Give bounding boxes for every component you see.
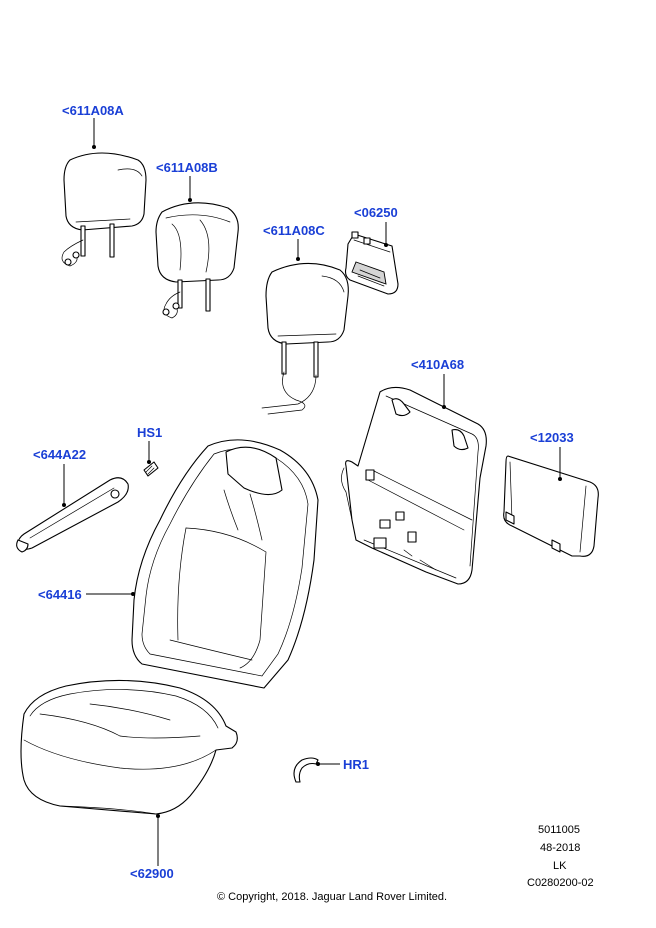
headrest-a-dot [92, 145, 96, 149]
headrest-b-part [155, 202, 239, 319]
back-panel-dot [558, 477, 562, 481]
side-trim-dot [62, 503, 66, 507]
hr1-dot [316, 762, 320, 766]
backrest-frame-dot [442, 405, 446, 409]
callout-backrest[interactable]: <64416 [38, 587, 82, 602]
backrest-dot [131, 592, 135, 596]
callout-headrest-a[interactable]: <611A08A [62, 103, 124, 118]
hs1-screw-part [143, 461, 159, 477]
cushion-part [20, 679, 238, 815]
hs1-dot [147, 460, 151, 464]
bracket-part [344, 231, 399, 295]
copyright-notice: © Copyright, 2018. Jaguar Land Rover Lim… [217, 891, 448, 903]
side-trim-part [16, 477, 129, 553]
headrest-c-dot [296, 257, 300, 261]
reference-code-4: C0280200-02 [527, 877, 594, 889]
headrest-a-part [61, 152, 147, 267]
callout-headrest-c[interactable]: <611A08C [263, 223, 325, 238]
reference-code-3: LK [553, 860, 567, 872]
back-panel-part [503, 455, 599, 557]
headrest-c-part [261, 262, 349, 415]
callout-headrest-b[interactable]: <611A08B [156, 160, 218, 175]
callout-backrest-frame[interactable]: <410A68 [411, 357, 464, 372]
callout-bracket[interactable]: <06250 [354, 205, 398, 220]
callout-hr1[interactable]: HR1 [343, 757, 369, 772]
cushion-dot [156, 814, 160, 818]
bracket-dot [384, 243, 388, 247]
callout-side-trim[interactable]: <644A22 [33, 447, 86, 462]
headrest-b-dot [188, 198, 192, 202]
reference-code-1: 5011005 [538, 824, 581, 836]
backrest-part [131, 439, 319, 689]
reference-code-2: 48-2018 [540, 842, 581, 854]
callout-back-panel[interactable]: <12033 [530, 430, 574, 445]
hr1-hook-part [293, 757, 319, 783]
callout-hs1[interactable]: HS1 [137, 425, 162, 440]
backrest-frame-part [341, 386, 487, 585]
callout-cushion[interactable]: <62900 [130, 866, 174, 881]
